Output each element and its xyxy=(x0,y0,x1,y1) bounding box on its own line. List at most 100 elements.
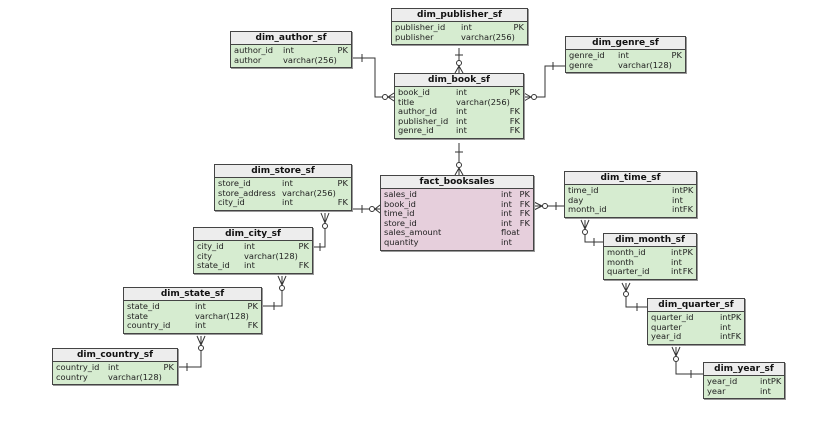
column-key-badge xyxy=(520,228,530,238)
column-type: int xyxy=(671,266,682,277)
column-name: country_id xyxy=(56,362,100,372)
column-key-badge: PK xyxy=(337,45,348,55)
column-name: author_id xyxy=(234,45,274,55)
column-type: varchar(128) xyxy=(618,59,672,70)
column-name: author xyxy=(234,54,262,65)
column-key-badge: FK xyxy=(682,266,693,277)
column-key-badge: PK xyxy=(519,189,530,199)
column-key-badge: PK xyxy=(730,312,742,322)
column-name: publisher xyxy=(395,31,434,42)
column-type: int xyxy=(618,50,629,60)
column-type: int xyxy=(501,208,512,219)
column-type: varchar(256) xyxy=(456,96,510,107)
column-type: int xyxy=(108,362,119,372)
column-key-badge xyxy=(162,373,174,383)
column-type: int xyxy=(244,241,255,251)
column-type: int xyxy=(244,260,255,271)
column-type: int xyxy=(671,256,682,267)
column-name: state_id xyxy=(127,301,160,311)
table-title: dim_country_sf xyxy=(53,349,177,362)
column-name: time_id xyxy=(384,208,415,219)
table-title: dim_author_sf xyxy=(231,32,351,45)
column-key-badge: PK xyxy=(247,301,258,311)
column-name: store_id xyxy=(384,217,417,228)
column-key-badge: FK xyxy=(509,115,520,126)
column-type: int xyxy=(456,125,467,136)
table-title: dim_book_sf xyxy=(395,74,523,87)
column-name: title xyxy=(398,96,415,107)
table-title: dim_year_sf xyxy=(704,363,784,376)
column-type: int xyxy=(720,331,731,342)
column-type: int xyxy=(461,22,472,32)
column-key-badge: FK xyxy=(298,260,309,271)
column-key-badge: PK xyxy=(509,87,520,97)
rel-state-city xyxy=(262,275,287,310)
column-name: year_id xyxy=(651,331,682,342)
column-type: int xyxy=(501,236,512,247)
column-type: int xyxy=(672,194,683,205)
column-name: author_id xyxy=(398,106,438,117)
column-key-badge: PK xyxy=(671,50,682,60)
column-row[interactable]: title varchar(256) xyxy=(398,96,520,108)
column-name: store_address xyxy=(218,187,276,198)
table-title: dim_genre_sf xyxy=(566,37,685,50)
column-type: varchar(128) xyxy=(244,250,298,261)
column-key-badge: FK xyxy=(682,204,694,215)
column-name: quarter_id xyxy=(651,312,694,322)
column-key-badge: PK xyxy=(513,22,524,32)
